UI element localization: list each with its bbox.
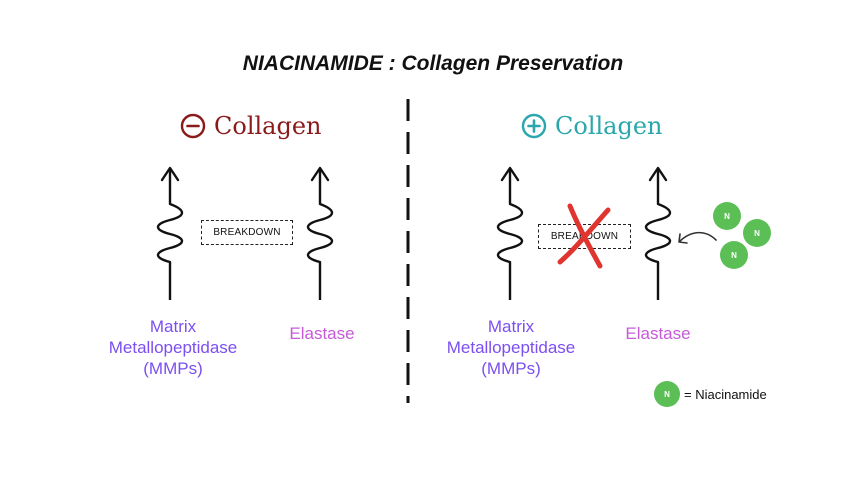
right-elastase-label: Elastase (625, 324, 691, 343)
left-mmp-line-1: Matrix (149, 317, 197, 336)
right-mmp-wave-arrow (496, 166, 524, 300)
svg-text:N: N (664, 390, 670, 399)
left-mmp-wave-arrow (156, 166, 184, 300)
svg-text:N: N (754, 229, 760, 238)
niacinamide-molecule-group: N N N (713, 202, 771, 269)
left-elastase-wave-arrow (306, 166, 334, 300)
right-mmp-line-2: Metallopeptidase (446, 338, 576, 357)
niacinamide-molecule-icon: N (720, 241, 748, 269)
svg-text:N: N (724, 212, 730, 221)
diagram-title: NIACINAMIDE : Collagen Preservation (242, 52, 624, 75)
minus-circle-icon (180, 113, 206, 139)
right-heading: Collagen (521, 112, 663, 140)
left-mmp-line-3: (MMPs) (143, 359, 203, 378)
right-mmp-label: Matrix Metallopeptidase (MMPs) (418, 316, 604, 379)
red-cross-icon (557, 203, 611, 269)
left-mmp-label: Matrix Metallopeptidase (MMPs) (80, 316, 266, 379)
left-heading: Collagen (180, 112, 322, 140)
svg-text:N: N (731, 251, 737, 260)
right-mmp-line-1: Matrix (487, 317, 535, 336)
legend-molecule-icon: N (654, 381, 680, 407)
curved-arrow-icon (678, 231, 717, 244)
left-breakdown-box: BREAKDOWN (201, 220, 293, 245)
dashed-divider (406, 99, 410, 403)
plus-circle-icon (521, 113, 547, 139)
right-mmp-line-3: (MMPs) (481, 359, 541, 378)
right-elastase-wave-arrow (644, 166, 672, 300)
left-heading-text: Collagen (214, 112, 322, 140)
left-mmp-line-2: Metallopeptidase (108, 338, 238, 357)
niacinamide-molecule-icon: N (713, 202, 741, 230)
niacinamide-molecule-icon: N (743, 219, 771, 247)
left-elastase-label: Elastase (289, 324, 355, 343)
right-heading-text: Collagen (555, 112, 663, 140)
legend-text: = Niacinamide (684, 387, 767, 402)
